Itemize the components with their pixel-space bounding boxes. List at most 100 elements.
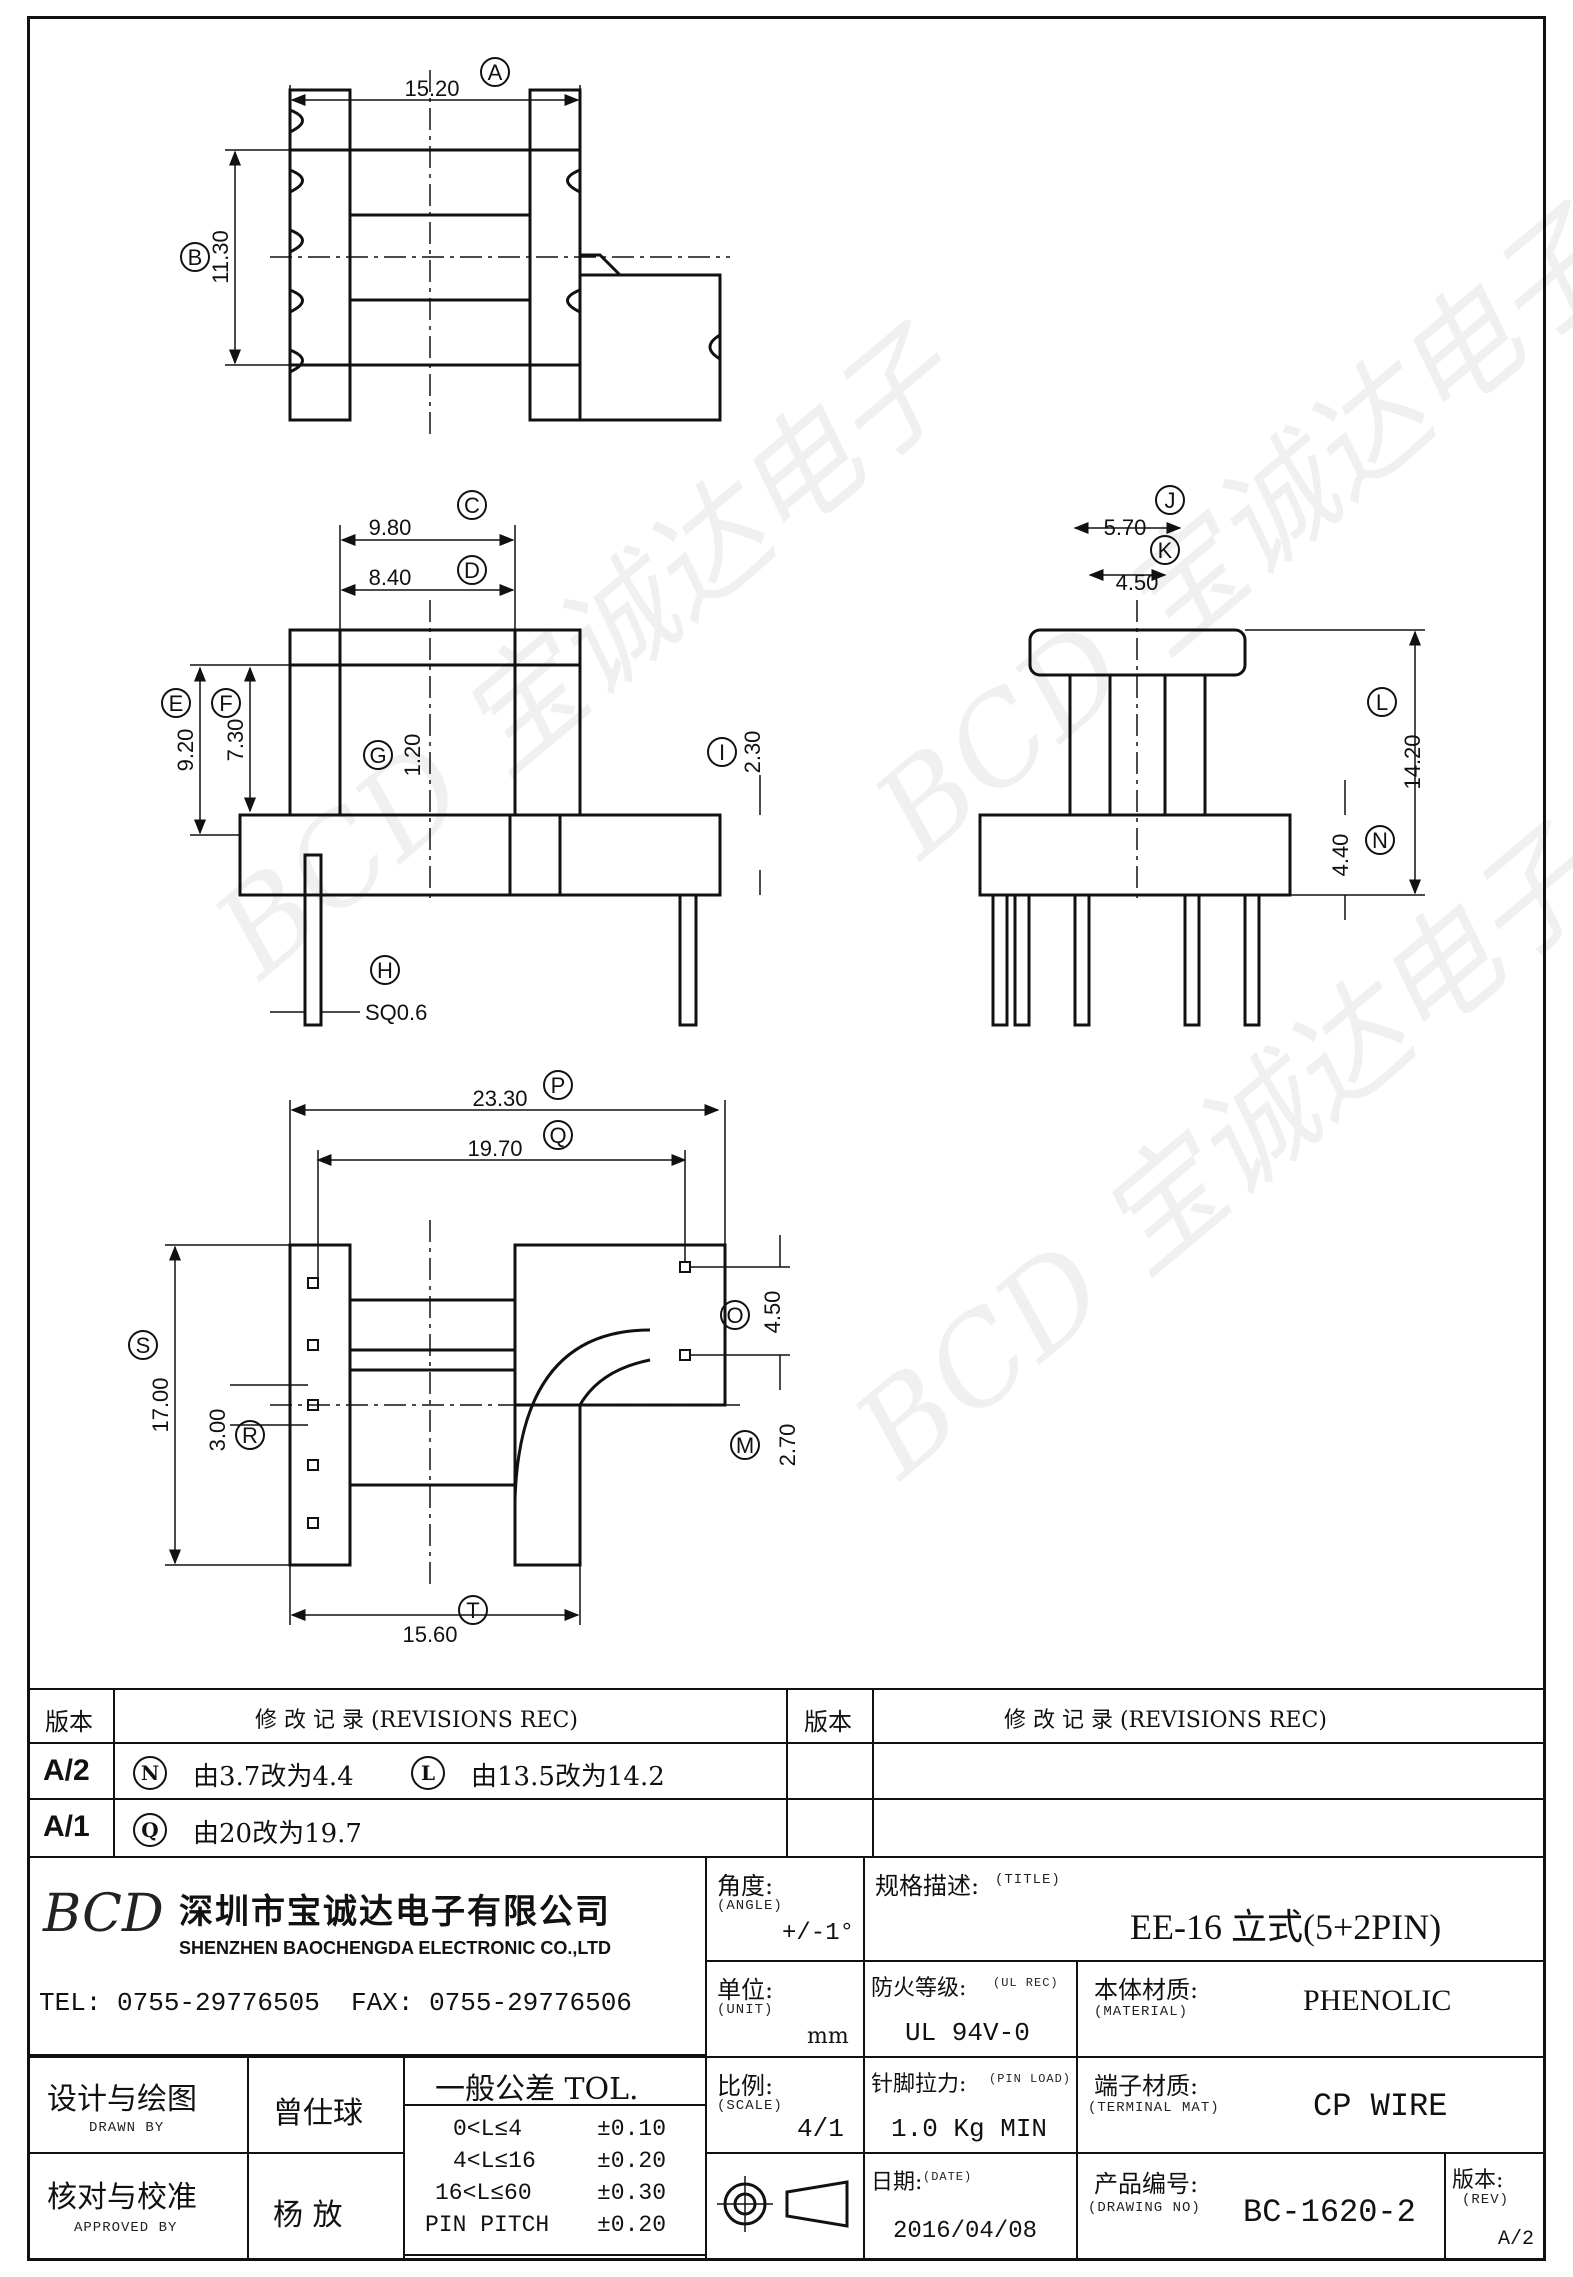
dim-n-value: 4.40 <box>1328 834 1353 877</box>
dim-s-letter: S <box>136 1333 151 1358</box>
rev-change-text: 由13.5改为14.2 <box>471 1762 665 1792</box>
drawing-no-value: BC-1620-2 <box>1243 2194 1416 2231</box>
dim-c-letter: C <box>464 493 480 518</box>
rev-col-version: 版本 <box>45 1708 93 1736</box>
material-label: 本体材质: <box>1094 1976 1199 2004</box>
scale-value: 4/1 <box>797 2114 844 2144</box>
tol-range: PIN PITCH <box>425 2212 550 2238</box>
front-view <box>238 628 722 1027</box>
angle-sub: (ANGLE) <box>717 1898 783 1914</box>
dim-f-value: 7.30 <box>223 719 248 762</box>
tol-range: 0<L≤4 <box>453 2116 523 2142</box>
title-label: 规格描述: <box>875 1872 980 1900</box>
rev-col-version-2: 版本 <box>804 1708 852 1736</box>
drawing-no-label: 产品编号: <box>1094 2170 1199 2198</box>
dim-d-value: 8.40 <box>369 565 412 590</box>
rev-callout-q: Q <box>133 1813 167 1847</box>
dim-j: J 5.70 <box>1104 485 1185 540</box>
approved-label: 核对与校准 <box>47 2180 197 2215</box>
bottom-view <box>288 1243 727 1567</box>
unit-sub: (UNIT) <box>717 2002 774 2018</box>
dim-m-letter: M <box>736 1433 754 1458</box>
dim-o-letter: O <box>726 1303 743 1328</box>
dim-o: O 4.50 <box>720 1291 785 1334</box>
dim-r-value: 3.00 <box>205 1409 230 1452</box>
dim-f: F 7.30 <box>211 688 248 762</box>
drawing-no-sub: (DRAWING NO) <box>1088 2200 1201 2216</box>
tol-range: 4<L≤16 <box>453 2148 536 2174</box>
material-sub: (MATERIAL) <box>1094 2004 1189 2020</box>
dim-b-letter: B <box>188 245 203 270</box>
drawn-sub: DRAWN BY <box>89 2120 165 2136</box>
dim-p-letter: P <box>551 1073 566 1098</box>
dim-s: S 17.00 <box>128 1330 173 1433</box>
angle-value: +/-1° <box>782 1920 855 1947</box>
dim-t-value: 15.60 <box>402 1622 457 1647</box>
dim-l-value: 14.20 <box>1400 734 1425 789</box>
rev-col-record-2: 修 改 记 录 (REVISIONS REC) <box>1004 1708 1327 1733</box>
rev-callout-n: N <box>133 1756 167 1790</box>
dim-j-value: 5.70 <box>1104 515 1147 540</box>
dim-t-letter: T <box>466 1598 479 1623</box>
dim-d: D 8.40 <box>369 555 487 590</box>
dim-i-value: 2.30 <box>740 731 765 774</box>
unit-label: 单位: <box>717 1976 774 2004</box>
dim-k-letter: K <box>1158 538 1173 563</box>
dim-q-value: 19.70 <box>467 1136 522 1161</box>
dim-c: C 9.80 <box>369 490 487 540</box>
dim-h: H SQ0.6 <box>365 955 427 1025</box>
tol-value: ±0.10 <box>597 2116 667 2142</box>
company-block: BCD 深圳市宝诚达电子有限公司 SHENZHEN BAOCHENGDA ELE… <box>27 1856 707 2056</box>
side-view <box>978 628 1292 1027</box>
dim-j-letter: J <box>1165 488 1176 513</box>
dim-l-letter: L <box>1376 690 1388 715</box>
dim-r-letter: R <box>242 1423 258 1448</box>
pin-load-sub: (PIN LOAD) <box>989 2072 1072 2086</box>
dim-e: E 9.20 <box>161 688 198 772</box>
dim-d-letter: D <box>464 558 480 583</box>
dim-g: G 1.20 <box>363 734 425 776</box>
tol-range: 16<L≤60 <box>435 2180 532 2206</box>
dim-h-letter: H <box>377 958 393 983</box>
approved-value: 杨 放 <box>273 2198 343 2233</box>
ul-value: UL 94V-0 <box>905 2018 1030 2048</box>
rev-change-text: 由3.7改为4.4 <box>193 1762 354 1792</box>
dim-p-value: 23.30 <box>472 1086 527 1111</box>
tol-value: ±0.30 <box>597 2180 667 2206</box>
material-value: PHENOLIC <box>1303 1984 1452 2017</box>
rev-col-record: 修 改 记 录 (REVISIONS REC) <box>255 1708 578 1733</box>
dim-o-value: 4.50 <box>760 1291 785 1334</box>
pin-load-label: 针脚拉力: <box>871 2072 967 2097</box>
company-tel-fax: TEL: 0755-29776505 FAX: 0755-29776506 <box>39 1988 632 2018</box>
rev-value: A/2 <box>1498 2228 1535 2251</box>
dim-n-letter: N <box>1372 828 1388 853</box>
dim-r: R 3.00 <box>205 1409 265 1452</box>
dim-m: M 2.70 <box>730 1424 800 1466</box>
terminal-sub: (TERMINAL MAT) <box>1088 2100 1220 2116</box>
scale-label: 比例: <box>717 2072 774 2100</box>
third-angle-projection-icon <box>717 2176 849 2232</box>
dim-a-value: 15.20 <box>404 76 459 101</box>
dim-i-letter: I <box>719 740 725 765</box>
title-sub: (TITLE) <box>995 1872 1061 1888</box>
dim-b: B 11.30 <box>180 230 233 284</box>
dim-i: I 2.30 <box>707 731 765 774</box>
dim-b-value: 11.30 <box>208 230 233 283</box>
dim-q-letter: Q <box>549 1123 566 1148</box>
dim-a: A 15.20 <box>404 57 510 101</box>
dim-l: L 14.20 <box>1367 687 1425 790</box>
top-view <box>288 88 722 422</box>
company-name-en: SHENZHEN BAOCHENGDA ELECTRONIC CO.,LTD <box>179 1938 611 1958</box>
technical-drawing: A 15.20 B 11.30 C 9.80 D 8.40 E 9.20 F 7… <box>128 57 1425 1647</box>
dim-e-letter: E <box>169 691 184 716</box>
rev-change-text: 由20改为19.7 <box>193 1819 362 1849</box>
projection-symbol <box>705 2152 865 2261</box>
date-sub: (DATE) <box>923 2170 973 2184</box>
dim-f-letter: F <box>219 691 232 716</box>
dim-e-value: 9.20 <box>173 729 198 772</box>
angle-label: 角度: <box>717 1872 774 1900</box>
tol-value: ±0.20 <box>597 2148 667 2174</box>
company-logo: BCD <box>43 1884 164 1944</box>
dim-a-letter: A <box>488 60 503 85</box>
tolerance-label: 一般公差 TOL. <box>435 2072 639 2107</box>
